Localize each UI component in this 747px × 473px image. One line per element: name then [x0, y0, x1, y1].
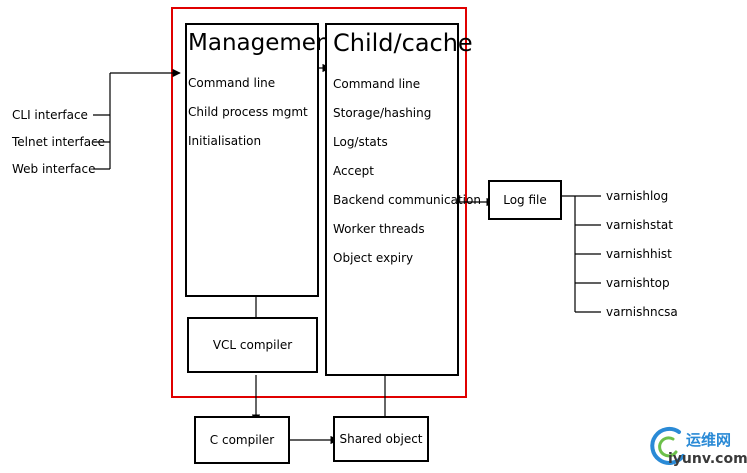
shared-object-box: Shared object	[333, 416, 429, 462]
web-interface-label: Web interface	[12, 162, 96, 176]
tool-varnishstat: varnishstat	[606, 218, 673, 232]
vcl-compiler-label: VCL compiler	[212, 338, 293, 352]
c-compiler-label: C compiler	[209, 433, 275, 447]
child-item: Command line	[333, 77, 421, 91]
management-item: Command line	[188, 76, 276, 90]
child-item: Storage/hashing	[333, 106, 432, 120]
child-item: Accept	[333, 164, 374, 178]
log-file-box: Log file	[488, 180, 562, 220]
child-item: Log/stats	[333, 135, 388, 149]
watermark-url: iyunv.com	[668, 451, 747, 467]
management-item: Initialisation	[188, 134, 262, 148]
child-cache-title: Child/cache	[333, 29, 473, 57]
child-cache-box: Child/cache Command line Storage/hashing…	[325, 23, 481, 376]
vcl-compiler-box: VCL compiler	[187, 317, 318, 373]
tool-varnishhist: varnishhist	[606, 247, 672, 261]
cli-interface-label: CLI interface	[12, 108, 88, 122]
child-item: Backend communication	[333, 193, 481, 207]
telnet-interface-label: Telnet interface	[12, 135, 106, 149]
management-box: Management Command line Child process mg…	[185, 23, 340, 297]
management-item: Child process mgmt	[188, 105, 308, 119]
child-item: Object expiry	[333, 251, 414, 265]
log-file-label: Log file	[503, 193, 547, 207]
tool-varnishncsa: varnishncsa	[606, 305, 678, 319]
c-compiler-box: C compiler	[194, 416, 290, 464]
tool-varnishtop: varnishtop	[606, 276, 670, 290]
child-item: Worker threads	[333, 222, 425, 236]
shared-object-label: Shared object	[339, 432, 423, 446]
tool-varnishlog: varnishlog	[606, 189, 669, 203]
watermark-title: 运维网	[686, 431, 732, 449]
management-title: Management	[188, 30, 340, 56]
watermark-logo-icon	[650, 426, 685, 465]
